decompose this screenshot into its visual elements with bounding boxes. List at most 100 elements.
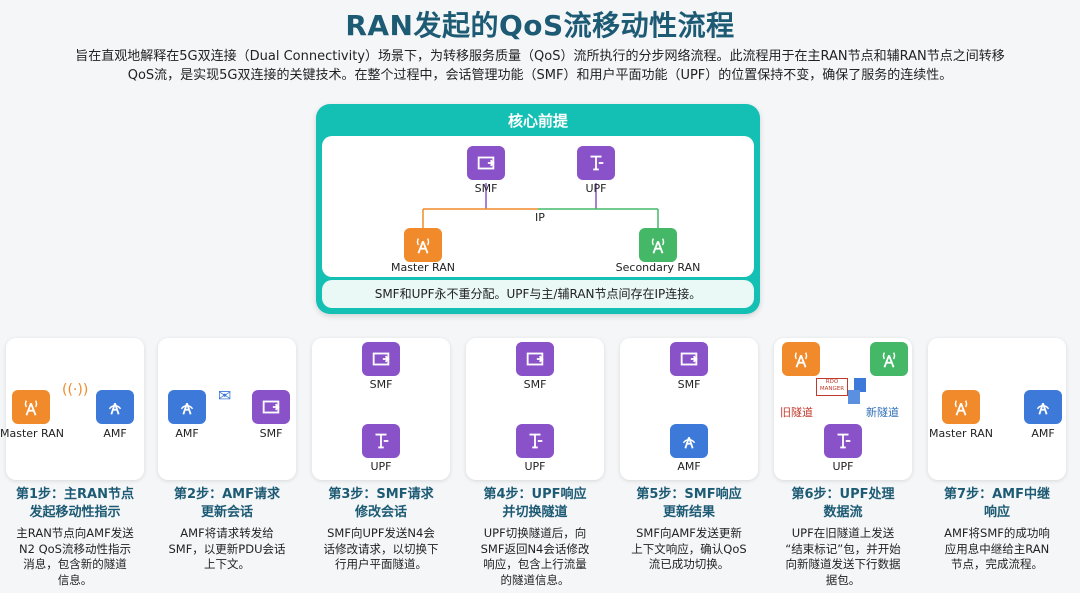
step-1-desc-line1: 主RAN节点向AMF发送 bbox=[16, 526, 134, 540]
step-1-desc-line3: 消息，包含新的隧道 bbox=[23, 557, 127, 571]
smf-label: SMF bbox=[474, 182, 498, 195]
step-7-desc-line3: 节点，完成流程。 bbox=[951, 557, 1043, 571]
step-2-title-line2: 更新会话 bbox=[200, 505, 253, 520]
step-6-title: 第6步：UPF处理 数据流 bbox=[768, 486, 918, 522]
step-5-desc-line2: 上下文响应，确认QoS bbox=[631, 541, 747, 556]
amf-icon bbox=[670, 424, 708, 458]
step-1-desc-line4: 信息。 bbox=[57, 572, 93, 587]
step-6-card: RDO MANGER 旧隧道 新隧道 UPF bbox=[774, 338, 912, 480]
upf-icon bbox=[516, 424, 554, 458]
upf-icon bbox=[824, 424, 862, 458]
step-2-desc-line3: 上下文。 bbox=[204, 557, 250, 571]
step-4-desc-line2: SMF返回N4会话修改 bbox=[480, 541, 590, 556]
step-7-bottom-label: AMF bbox=[1031, 427, 1055, 440]
step-3-desc-line2: 话修改请求，以切换下 bbox=[323, 541, 439, 556]
page-title: RAN发起的QoS流移动性流程 bbox=[345, 9, 735, 42]
step-4-top-label: SMF bbox=[523, 378, 547, 391]
step-4-desc-line1: UPF切换隧道后，向 bbox=[483, 526, 587, 540]
amf-icon bbox=[1024, 390, 1062, 424]
step-1-card: ((·)) Master RAN AMF bbox=[0, 338, 144, 480]
step-2-desc-line2: SMF，以更新PDU会话 bbox=[168, 541, 286, 556]
step-7-desc-line2: 应用息中继给主RAN bbox=[944, 541, 1050, 556]
step-1-title-line1: 第1步：主RAN节点 bbox=[16, 487, 134, 502]
step-3-desc: SMF向UPF发送N4会 话修改请求，以切换下 行用户平面隧道。 bbox=[306, 526, 456, 573]
step-2-desc: AMF将请求转发给 SMF，以更新PDU会话 上下文。 bbox=[152, 526, 302, 573]
old-tunnel-label: 旧隧道 bbox=[780, 406, 813, 419]
step-5-title: 第5步：SMF响应 更新结果 bbox=[614, 486, 764, 522]
secondary-ran-antenna-icon bbox=[639, 228, 677, 262]
step-4-bottom-label: UPF bbox=[524, 460, 546, 473]
upf-icon bbox=[362, 424, 400, 458]
step-1-title-line2: 发起移动性指示 bbox=[29, 505, 121, 520]
master-ran-icon bbox=[782, 342, 820, 376]
step-4-desc: UPF切换隧道后，向 SMF返回N4会话修改 响应，包含上行流量 的隧道信息。 bbox=[460, 526, 610, 588]
upf-label: UPF bbox=[585, 182, 607, 195]
step-4-title-line2: 并切换隧道 bbox=[502, 505, 568, 520]
secondary-ran-label: Secondary RAN bbox=[615, 261, 701, 274]
ip-connection-lines bbox=[422, 183, 659, 228]
step-2-title-line1: 第2步：AMF请求 bbox=[174, 487, 280, 502]
step-5-desc-line3: 流已成功切换。 bbox=[648, 557, 730, 571]
smf-icon bbox=[670, 342, 708, 376]
end-marker-packet-icon: RDO MANGER bbox=[816, 378, 848, 396]
step-7-top-label: Master RAN bbox=[928, 427, 993, 440]
step-3-card: SMF UPF bbox=[312, 338, 450, 480]
step-2-title: 第2步：AMF请求 更新会话 bbox=[152, 486, 302, 522]
step-1-title: 第1步：主RAN节点 发起移动性指示 bbox=[0, 486, 150, 522]
step-6-desc-line3: 向新隧道发送下行数据 bbox=[785, 557, 901, 571]
step-5-top-label: SMF bbox=[677, 378, 701, 391]
envelope-icon: ✉ bbox=[218, 386, 232, 405]
smf-icon bbox=[467, 146, 505, 180]
upf-icon bbox=[577, 146, 615, 180]
step-7-desc-line1: AMF将SMF的成功响 bbox=[944, 526, 1050, 540]
step-4-title-line1: 第4步：UPF响应 bbox=[483, 487, 587, 502]
step-6-title-line2: 数据流 bbox=[823, 505, 863, 520]
step-6-title-line1: 第6步：UPF处理 bbox=[791, 487, 895, 502]
intro-text: 旨在直观地解释在5G双连接（Dual Connectivity）场景下，为转移服… bbox=[16, 47, 1064, 85]
intro-line-2: QoS流，是实现5G双连接的关键技术。在整个过程中，会话管理功能（SMF）和用户… bbox=[127, 68, 953, 83]
core-premise-panel: 核心前提 SMF UPF IP Master RAN Secondary RAN… bbox=[316, 104, 760, 314]
signal-icon: ((·)) bbox=[62, 382, 89, 398]
step-6-desc-line4: 据包。 bbox=[825, 572, 861, 587]
step-5-title-line1: 第5步：SMF响应 bbox=[636, 487, 742, 502]
step-7-title-line1: 第7步：AMF中继 bbox=[944, 487, 1050, 502]
step-4-desc-line4: 的隧道信息。 bbox=[500, 572, 570, 587]
master-ran-antenna-icon bbox=[404, 228, 442, 262]
step-3-top-label: SMF bbox=[369, 378, 393, 391]
step-6-desc-line1: UPF在旧隧道上发送 bbox=[791, 526, 895, 540]
step-2-bottom-label: SMF bbox=[259, 427, 283, 440]
smf-icon bbox=[252, 390, 290, 424]
step-3-bottom-label: UPF bbox=[370, 460, 392, 473]
core-premise-header: 核心前提 bbox=[507, 112, 568, 130]
smf-icon bbox=[516, 342, 554, 376]
master-ran-icon bbox=[942, 390, 980, 424]
step-3-title: 第3步：SMF请求 修改会话 bbox=[306, 486, 456, 522]
core-premise-diagram: SMF UPF IP Master RAN Secondary RAN bbox=[322, 136, 754, 277]
step-7-title: 第7步：AMF中继 响应 bbox=[922, 486, 1072, 522]
step-5-title-line2: 更新结果 bbox=[662, 505, 715, 520]
step-1-desc: 主RAN节点向AMF发送 N2 QoS流移动性指示 消息，包含新的隧道 信息。 bbox=[0, 526, 150, 588]
step-6-desc-line2: “结束标记”包，并开始 bbox=[785, 541, 901, 556]
secondary-ran-icon bbox=[870, 342, 908, 376]
step-7-title-line2: 响应 bbox=[983, 505, 1010, 520]
step-4-desc-line3: 响应，包含上行流量 bbox=[483, 557, 587, 571]
step-5-card: SMF AMF bbox=[620, 338, 758, 480]
amf-icon bbox=[168, 390, 206, 424]
step-6-desc: UPF在旧隧道上发送 “结束标记”包，并开始 向新隧道发送下行数据 据包。 bbox=[768, 526, 918, 588]
smf-icon bbox=[362, 342, 400, 376]
step-1-desc-line2: N2 QoS流移动性指示 bbox=[19, 541, 131, 556]
step-4-title: 第4步：UPF响应 并切换隧道 bbox=[460, 486, 610, 522]
step-6-label: UPF bbox=[832, 460, 854, 473]
step-4-card: SMF UPF bbox=[466, 338, 604, 480]
premise-note: SMF和UPF永不重分配。UPF与主/辅RAN节点间存在IP连接。 bbox=[322, 280, 754, 308]
packet-icon bbox=[848, 390, 860, 404]
step-7-desc: AMF将SMF的成功响 应用息中继给主RAN 节点，完成流程。 bbox=[922, 526, 1072, 573]
step-1-top-label: Master RAN bbox=[0, 427, 65, 440]
new-tunnel-label: 新隧道 bbox=[866, 406, 899, 419]
step-3-desc-line1: SMF向UPF发送N4会 bbox=[327, 526, 435, 540]
intro-line-1: 旨在直观地解释在5G双连接（Dual Connectivity）场景下，为转移服… bbox=[75, 49, 1005, 64]
step-1-bottom-label: AMF bbox=[103, 427, 127, 440]
step-3-title-line2: 修改会话 bbox=[354, 505, 407, 520]
step-7-card: Master RAN AMF bbox=[928, 338, 1066, 480]
step-5-bottom-label: AMF bbox=[677, 460, 701, 473]
